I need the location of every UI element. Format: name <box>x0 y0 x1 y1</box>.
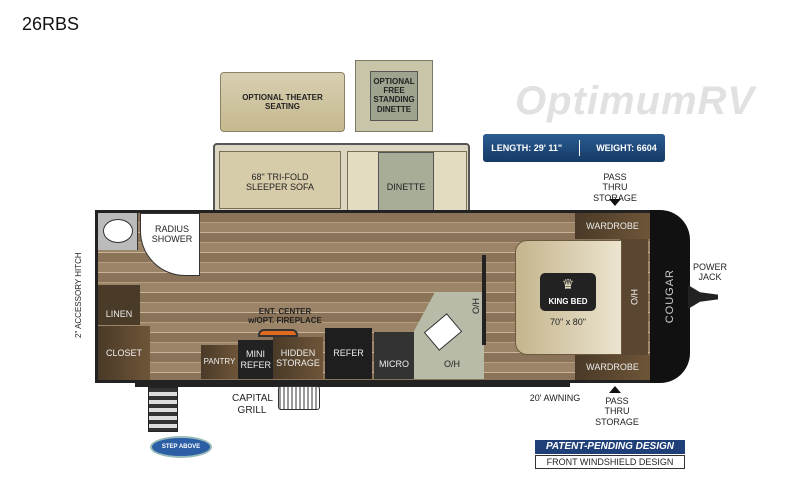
step-above-logo: STEP ABOVE <box>150 436 212 458</box>
weight-spec: WEIGHT: 6604 <box>596 143 657 153</box>
king-bed: ♛ KING BED 70" x 80" <box>515 240 622 355</box>
floorplan-title: 26RBS <box>22 14 80 34</box>
dinette-option-label: OPTIONAL FREE STANDING DINETTE <box>373 77 415 114</box>
brand-logo: COUGAR <box>664 269 676 324</box>
kitchen-sink <box>423 313 463 351</box>
sofa-label: 68" TRI-FOLD SLEEPER SOFA <box>245 172 315 193</box>
oh-label: O/H <box>444 359 461 369</box>
wardrobe-bottom: WARDROBE <box>575 355 650 380</box>
linen: LINEN <box>98 285 140 325</box>
radius-shower: RADIUS SHOWER <box>140 213 200 276</box>
microwave: MICRO <box>374 332 414 379</box>
bed-size: 70" x 80" <box>550 317 586 327</box>
arrow-down-icon <box>609 199 621 206</box>
power-jack <box>688 285 718 309</box>
awning-label: 20' AWNING <box>529 393 581 403</box>
pass-thru-bottom-label: PASS THRU STORAGE <box>595 396 639 427</box>
hidden-storage: HIDDEN STORAGE <box>273 337 323 379</box>
ho-bedroom: H/O <box>620 239 648 355</box>
pass-thru-top-label: PASS THRU STORAGE <box>593 172 637 203</box>
arrow-up-icon <box>609 386 621 393</box>
fireplace-icon <box>258 329 298 337</box>
entry-steps <box>148 387 178 432</box>
wardrobe-top: WARDROBE <box>575 213 650 239</box>
bed-label: KING BED <box>548 297 588 306</box>
ent-center-label: ENT. CENTER w/OPT. FIREPLACE <box>248 307 322 326</box>
theater-label: OPTIONAL THEATER SEATING <box>242 93 323 112</box>
patent-badge: PATENT-PENDING DESIGN <box>535 440 685 454</box>
closet: CLOSET <box>98 326 150 380</box>
windshield-badge: FRONT WINDSHIELD DESIGN <box>535 455 685 469</box>
grill-label: CAPITAL GRILL <box>232 393 273 416</box>
bed-badge <box>540 273 596 311</box>
pantry: PANTRY <box>201 345 238 379</box>
slideout: 68" TRI-FOLD SLEEPER SOFA DINETTE <box>213 143 470 221</box>
dinette-label: DINETTE <box>386 182 426 192</box>
mini-refer: MINI REFER <box>238 340 273 379</box>
crown-icon: ♛ <box>561 276 575 292</box>
sleeper-sofa: 68" TRI-FOLD SLEEPER SOFA <box>219 151 341 209</box>
power-jack-label: POWER JACK <box>692 262 727 283</box>
shower-label: RADIUS SHOWER <box>151 224 193 245</box>
front-cap: COUGAR <box>650 210 690 383</box>
ho-kitchen-label: H/O <box>470 298 481 315</box>
optional-theater-seating: OPTIONAL THEATER SEATING <box>220 72 345 132</box>
slideout-dinette: DINETTE <box>347 151 467 217</box>
specs-badge: LENGTH: 29' 11" WEIGHT: 6604 <box>483 134 665 162</box>
optional-dinette: OPTIONAL FREE STANDING DINETTE <box>355 60 433 132</box>
watermark: OptimumRV <box>515 79 756 123</box>
hitch-label: 2" ACCESSORY HITCH <box>74 252 83 338</box>
length-spec: LENGTH: 29' 11" <box>491 143 563 153</box>
refrigerator: REFER <box>325 328 372 379</box>
capital-grill <box>278 386 320 410</box>
bathroom-sink <box>98 213 138 250</box>
